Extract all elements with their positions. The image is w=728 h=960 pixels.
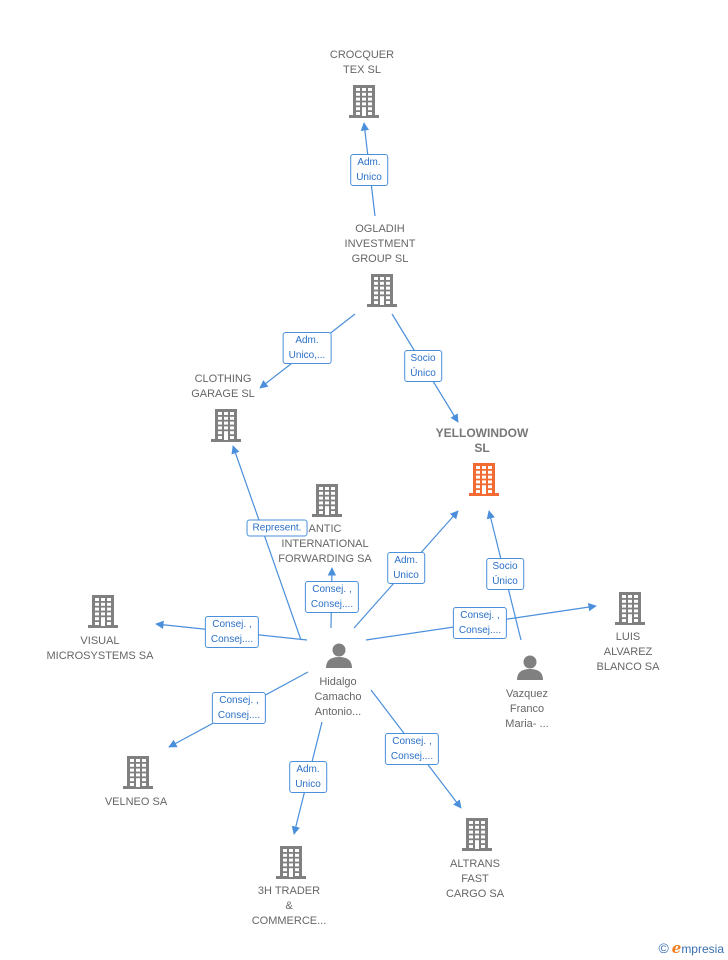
copyright-icon: © bbox=[658, 940, 669, 956]
edge-label-e8[interactable]: Consej. , Consej.... bbox=[452, 607, 508, 639]
node-label-line: INVESTMENT bbox=[344, 238, 416, 250]
node-label-atlantic[interactable]: ANTIC INTERNATIONAL FORWARDING SA bbox=[278, 522, 372, 567]
edge-label-e9[interactable]: Consej. , Consej.... bbox=[204, 616, 260, 648]
node-label-line: 3H TRADER bbox=[257, 885, 321, 897]
edge-label-e5[interactable]: Consej. , Consej.... bbox=[304, 581, 360, 613]
edge-label-e11[interactable]: Adm. Unico bbox=[289, 761, 327, 793]
edge-label-line: Adm. bbox=[295, 335, 319, 346]
person-icon-vazquez[interactable] bbox=[517, 655, 543, 681]
edge-label-e2[interactable]: Adm. Unico,... bbox=[282, 332, 332, 364]
edge-label-line: Unico,... bbox=[288, 350, 326, 361]
node-label-velneo[interactable]: VELNEO SA bbox=[105, 795, 167, 810]
edge-label-line: Consej. , bbox=[460, 610, 500, 621]
edge-label-line: Unico bbox=[356, 172, 382, 183]
building-icon-velneo[interactable] bbox=[123, 756, 153, 789]
edge-label-e12[interactable]: Consej. , Consej.... bbox=[384, 733, 440, 765]
edge-label-line: Adm. bbox=[394, 555, 418, 566]
node-label-line: SL bbox=[474, 441, 490, 455]
node-label-line: INTERNATIONAL bbox=[281, 538, 369, 550]
edge-label-line: Único bbox=[492, 576, 518, 587]
node-label-line: Camacho bbox=[314, 691, 362, 703]
node-label-ogladih[interactable]: OGLADIH INVESTMENT GROUP SL bbox=[345, 222, 416, 267]
node-label-line: Antonio... bbox=[314, 706, 362, 718]
edge-label-line: Socio bbox=[410, 353, 436, 364]
node-label-line: OGLADIH bbox=[355, 223, 405, 235]
node-label-line: YELLOWINDOW bbox=[435, 426, 529, 440]
brand-name: mpresia bbox=[681, 942, 724, 956]
building-icon-luis[interactable] bbox=[615, 592, 645, 625]
edge-label-e1[interactable]: Adm. Unico bbox=[350, 154, 388, 186]
edge-label-line: Consej. , bbox=[312, 584, 352, 595]
building-icon-visual[interactable] bbox=[88, 595, 118, 628]
building-icon-crocquer[interactable] bbox=[349, 85, 379, 118]
edge-label-line: Unico bbox=[393, 570, 419, 581]
node-label-line: ANTIC bbox=[308, 523, 342, 535]
node-label-trader[interactable]: 3H TRADER & COMMERCE... bbox=[252, 884, 327, 929]
edge-label-e6[interactable]: Adm. Unico bbox=[387, 552, 425, 584]
node-label-line: FAST bbox=[461, 873, 489, 885]
node-label-line: CROCQUER bbox=[329, 49, 395, 61]
edge-label-line: Consej. , bbox=[219, 695, 259, 706]
person-icon-hidalgo[interactable] bbox=[326, 643, 352, 669]
edge-label-e4[interactable]: Represent. bbox=[246, 519, 308, 537]
node-label-line: VISUAL bbox=[80, 635, 120, 647]
edge-label-line: Consej. , bbox=[392, 736, 432, 747]
edge-label-line: Consej.... bbox=[390, 751, 434, 762]
node-label-line: ALVAREZ bbox=[603, 646, 653, 658]
node-label-line: & bbox=[285, 900, 293, 912]
node-label-line: GARAGE SL bbox=[191, 388, 255, 400]
node-label-luis[interactable]: LUIS ALVAREZ BLANCO SA bbox=[597, 630, 660, 675]
node-label-line: LUIS bbox=[615, 631, 641, 643]
edge-label-line: Consej. , bbox=[212, 619, 252, 630]
edge-label-line: Represent. bbox=[252, 522, 302, 534]
node-label-line: BLANCO SA bbox=[596, 661, 660, 673]
node-label-altrans[interactable]: ALTRANS FAST CARGO SA bbox=[446, 857, 504, 902]
building-icon-altrans[interactable] bbox=[462, 818, 492, 851]
node-label-line: Maria- ... bbox=[505, 718, 549, 730]
building-icon-atlantic[interactable] bbox=[312, 484, 342, 517]
brand-initial: e bbox=[671, 939, 682, 957]
building-icon-yellowindow[interactable] bbox=[469, 463, 499, 496]
node-label-visual[interactable]: VISUAL MICROSYSTEMS SA bbox=[47, 634, 154, 664]
node-label-line: Franco bbox=[509, 703, 545, 715]
edge-label-line: Unico bbox=[295, 779, 321, 790]
node-label-line: ALTRANS bbox=[450, 858, 500, 870]
edge-label-line: Socio bbox=[492, 561, 518, 572]
edge-label-line: Adm. bbox=[296, 764, 320, 775]
node-label-line: MICROSYSTEMS SA bbox=[46, 650, 154, 662]
edge-label-line: Consej.... bbox=[217, 710, 261, 721]
node-label-line: Hidalgo bbox=[319, 676, 357, 688]
edge-label-line: Consej.... bbox=[458, 625, 502, 636]
node-label-line: CARGO SA bbox=[445, 888, 505, 900]
edge-label-line: Único bbox=[410, 368, 436, 379]
edge-label-line: Consej.... bbox=[210, 634, 254, 645]
building-icon-ogladih[interactable] bbox=[367, 274, 397, 307]
brand-watermark: ©empresia bbox=[658, 939, 724, 957]
node-label-line: FORWARDING SA bbox=[278, 553, 372, 565]
node-label-line: CLOTHING bbox=[194, 373, 252, 385]
node-label-line: COMMERCE... bbox=[251, 915, 327, 927]
building-icon-trader[interactable] bbox=[276, 846, 306, 879]
node-label-clothing[interactable]: CLOTHING GARAGE SL bbox=[191, 372, 255, 402]
edge-label-e10[interactable]: Consej. , Consej.... bbox=[211, 692, 267, 724]
edge-label-line: Consej.... bbox=[310, 599, 354, 610]
building-icon-clothing[interactable] bbox=[211, 409, 241, 442]
node-label-line: GROUP SL bbox=[351, 253, 409, 265]
node-label-line: Vazquez bbox=[506, 688, 548, 700]
edge-line-e4 bbox=[231, 445, 302, 641]
node-label-line: TEX SL bbox=[343, 64, 381, 76]
node-label-crocquer[interactable]: CROCQUER TEX SL bbox=[330, 48, 394, 78]
edge-label-line: Adm. bbox=[357, 157, 381, 168]
node-label-line: VELNEO SA bbox=[104, 796, 168, 808]
